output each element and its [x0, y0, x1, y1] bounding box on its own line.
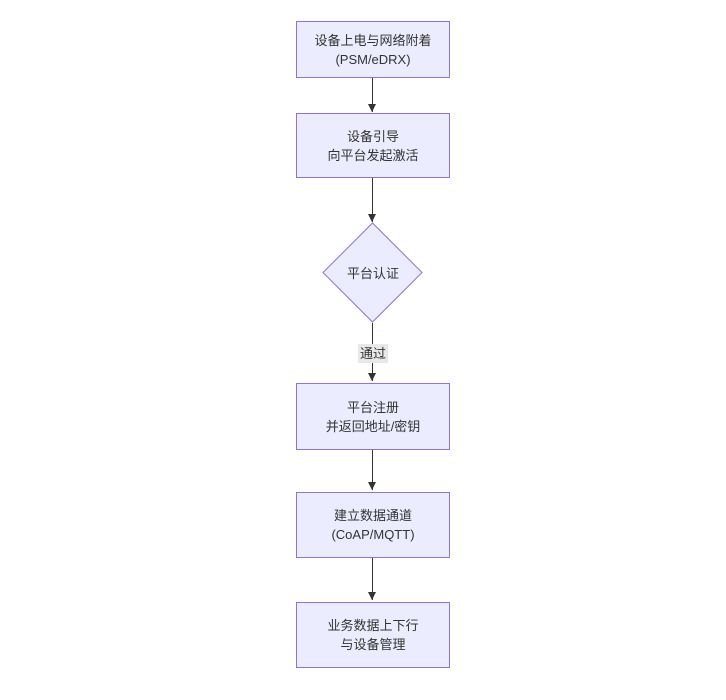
- edge-connector: [368, 78, 376, 112]
- node-platform-register: 平台注册 并返回地址/密钥: [296, 383, 450, 450]
- node-label-line: 平台注册: [346, 399, 399, 415]
- arrowhead-icon: [368, 214, 376, 222]
- node-label-line: 设备上电与网络附着: [314, 32, 432, 48]
- arrowhead-icon: [368, 482, 376, 490]
- node-device-bootstrap: 设备引导 向平台发起激活: [296, 113, 450, 178]
- node-label-line: (CoAP/MQTT): [331, 527, 415, 542]
- node-label-line: 业务数据上下行: [327, 618, 419, 633]
- edge-label-pass: 通过: [357, 344, 389, 363]
- arrowhead-icon: [368, 104, 376, 112]
- node-label-line: (PSM/eDRX): [335, 51, 411, 67]
- node-label-line: 向平台发起激活: [327, 147, 419, 163]
- arrowhead-icon: [368, 373, 376, 381]
- node-label-line: 平台认证: [346, 265, 399, 281]
- node-power-network-attach: 设备上电与网络附着 (PSM/eDRX): [296, 21, 450, 78]
- node-label-line: 与设备管理: [340, 637, 406, 652]
- node-data-channel: 建立数据通道 (CoAP/MQTT): [296, 492, 450, 558]
- node-label-line: 建立数据通道: [333, 508, 412, 523]
- edge-connector: [368, 558, 376, 600]
- node-platform-auth: 平台认证: [322, 222, 424, 323]
- node-label-line: 并返回地址/密钥: [325, 418, 421, 434]
- edge-connector: [368, 178, 376, 222]
- edge-connector: [368, 450, 376, 490]
- node-business-data: 业务数据上下行 与设备管理: [296, 602, 450, 668]
- node-label-line: 设备引导: [346, 128, 399, 144]
- arrowhead-icon: [368, 592, 376, 600]
